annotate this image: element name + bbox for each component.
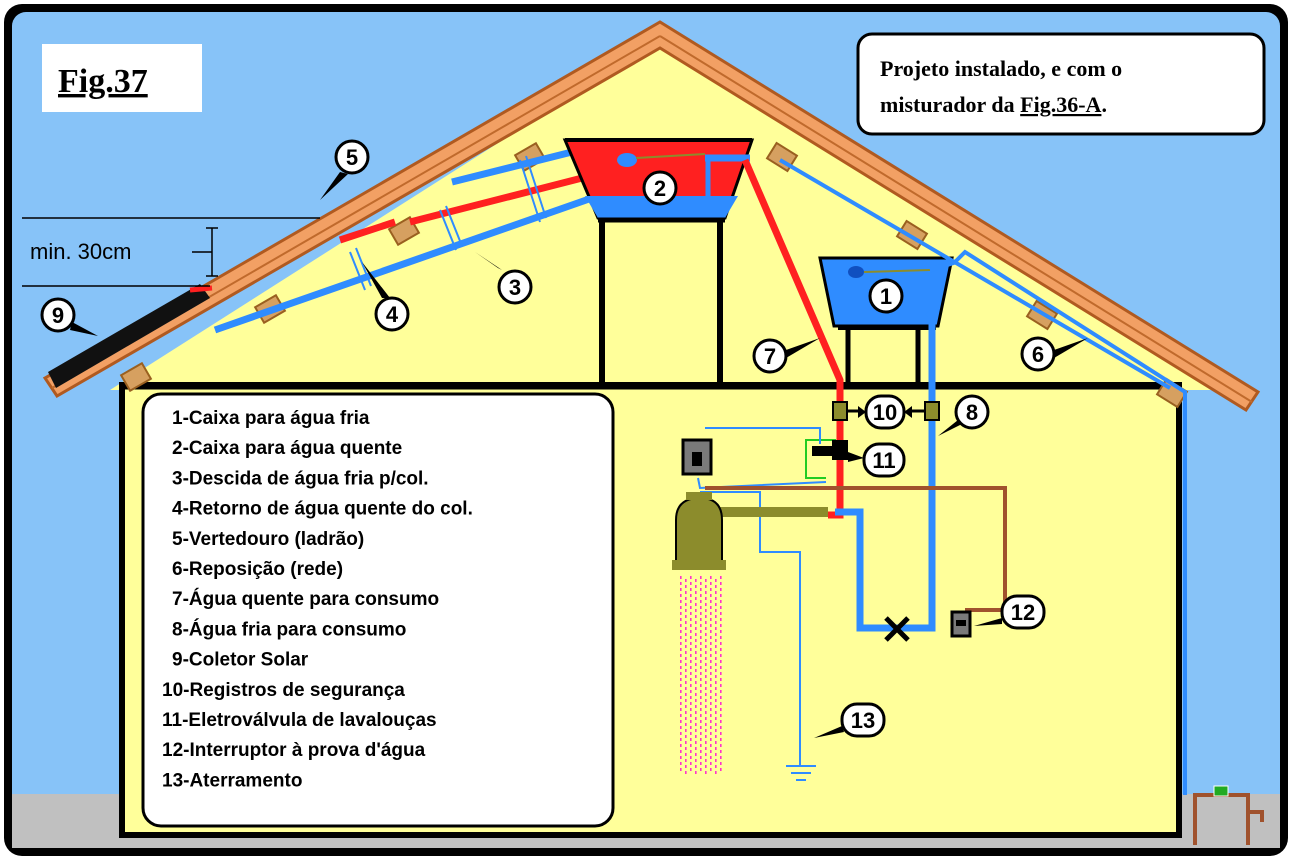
- legend-item: 6-Reposição (rede): [172, 559, 343, 580]
- legend-list: 1-Caixa para água fria 2-Caixa para água …: [162, 408, 473, 791]
- legend-box: [141, 392, 615, 828]
- fig-title: Fig.37: [58, 63, 148, 100]
- callout-7: 7: [764, 344, 776, 369]
- note-line-2-suffix: .: [1101, 92, 1107, 117]
- callout-3-circle: [497, 269, 533, 305]
- callout-2-circle: [642, 170, 678, 206]
- legend-item: 1-Caixa para água fria: [172, 408, 370, 429]
- electric-wiring: [697, 427, 1007, 781]
- callout-13: 13: [851, 708, 875, 733]
- callout-9: 9: [52, 303, 64, 328]
- reposition-pipe: [953, 249, 1187, 795]
- legend-item: 11-Eletroválvula de lavalouças: [162, 710, 437, 731]
- solar-collector: [48, 284, 210, 388]
- legend-item: 10-Registros de segurança: [162, 680, 405, 701]
- safety-valves: [832, 401, 940, 421]
- callouts: 1 2 3 4 5 6 7 8 9 10: [40, 139, 1088, 738]
- callout-8: 8: [966, 400, 978, 425]
- callout-5-circle: [334, 139, 370, 175]
- callout-4-circle: [374, 296, 410, 332]
- legend-item: 3-Descida de água fria p/col.: [172, 468, 429, 489]
- callout-2: 2: [654, 176, 666, 201]
- callout-12: 12: [1011, 600, 1035, 625]
- shower-head: [672, 492, 828, 570]
- min-distance-label: min. 30cm: [30, 239, 131, 264]
- callout-9-circle: [40, 297, 76, 333]
- callout-12-circle: [1000, 594, 1046, 630]
- legend-item: 7-Água quente para consumo: [172, 588, 439, 610]
- note-line-2: misturador da Fig.36-A.: [880, 92, 1107, 117]
- callout-5: 5: [346, 145, 358, 170]
- waterproof-switch: [950, 610, 972, 638]
- note-figure-link[interactable]: Fig.36-A: [1020, 92, 1101, 117]
- min-distance-marker: min. 30cm: [22, 217, 320, 287]
- legend-item: 13-Aterramento: [162, 770, 302, 791]
- callout-6: 6: [1032, 342, 1044, 367]
- mixer-valve: [884, 616, 910, 642]
- legend-item: 8-Água fria para consumo: [172, 618, 406, 640]
- note-line-1: Projeto instalado, e com o: [880, 56, 1122, 81]
- legend-item: 9-Coletor Solar: [172, 650, 309, 671]
- callout-10: 10: [873, 400, 897, 425]
- callout-11: 11: [872, 448, 895, 473]
- note-box: [856, 32, 1266, 136]
- shower-water: [680, 576, 722, 774]
- fig-title-box: [42, 44, 202, 112]
- callout-13-circle: [840, 702, 886, 738]
- legend-item: 2-Caixa para água quente: [172, 438, 402, 459]
- external-faucet: [1193, 785, 1264, 845]
- electrical-box: [681, 438, 713, 476]
- legend-item: 12-Interruptor à prova d'água: [162, 740, 426, 761]
- overflow-pipe: [778, 158, 1172, 390]
- legend-item: 4-Retorno de água quente do col.: [172, 499, 473, 520]
- legend-item: 5-Vertedouro (ladrão): [172, 529, 364, 550]
- callout-4: 4: [386, 302, 399, 327]
- callout-1-circle: [868, 278, 904, 314]
- collector-pipes: [213, 146, 594, 334]
- note-line-2-prefix: misturador da: [880, 92, 1020, 117]
- callout-8-circle: [954, 394, 990, 430]
- callout-3: 3: [509, 275, 521, 300]
- callout-1: 1: [880, 284, 892, 309]
- callout-11-circle: [862, 442, 906, 478]
